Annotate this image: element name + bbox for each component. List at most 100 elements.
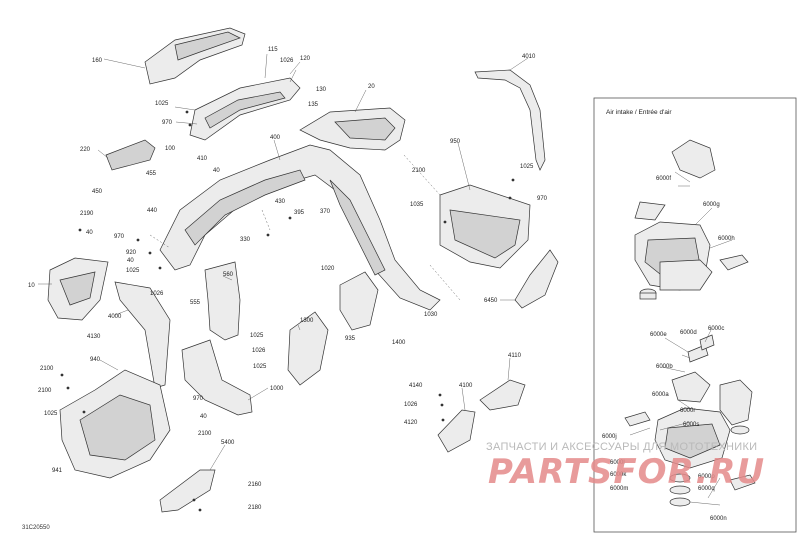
callout-940: 940 <box>90 357 101 363</box>
callout-120: 120 <box>300 56 311 62</box>
callout-2180: 2180 <box>248 505 262 511</box>
callout-1400: 1400 <box>392 340 406 346</box>
callout-6000p: 6000p <box>698 474 715 480</box>
callout-6000s: 6000s <box>683 422 699 428</box>
callout-6000a: 6000a <box>652 392 669 398</box>
callout-4000: 4000 <box>108 314 122 320</box>
callout-1025-c2: 1025 <box>253 364 267 370</box>
callout-410: 410 <box>197 156 208 162</box>
callout-130: 130 <box>316 87 327 93</box>
callout-2100-r: 2100 <box>412 168 426 174</box>
callout-1026-l: 1026 <box>150 291 164 297</box>
callout-430: 430 <box>275 199 286 205</box>
callout-6000e: 6000e <box>650 332 667 338</box>
part-220-grille <box>105 139 156 171</box>
part-4110-bracket <box>479 379 526 411</box>
callout-920: 920 <box>126 250 137 256</box>
callout-950: 950 <box>450 139 461 145</box>
air-intake-panel <box>593 97 797 533</box>
callout-970-l: 970 <box>114 234 125 240</box>
callout-2100-a: 2100 <box>40 366 54 372</box>
callout-560: 560 <box>223 272 234 278</box>
panel-title: Air intake / Entrée d'air <box>606 109 672 116</box>
callout-1020: 1020 <box>321 266 335 272</box>
callout-2100-c: 2100 <box>198 431 212 437</box>
callout-6000m: 6000m <box>610 486 628 492</box>
callout-2100-b: 2100 <box>38 388 52 394</box>
callout-6000r: 6000r <box>680 408 695 414</box>
callout-1025-b: 1025 <box>44 411 58 417</box>
callout-6000n: 6000n <box>710 516 727 522</box>
part-1000-lower-frame <box>181 339 253 416</box>
callout-555: 555 <box>190 300 201 306</box>
callout-1026: 1026 <box>280 58 294 64</box>
callout-6000j: 6000j <box>602 434 617 440</box>
callout-4130: 4130 <box>87 334 101 340</box>
part-1020-panel <box>339 271 379 331</box>
callout-40: 40 <box>213 168 220 174</box>
callout-2190: 2190 <box>80 211 94 217</box>
callout-135: 135 <box>308 102 319 108</box>
callout-6000h: 6000h <box>718 236 735 242</box>
callout-6000b: 6000b <box>656 364 673 370</box>
callout-6450: 6450 <box>484 298 498 304</box>
part-4010-handle <box>474 69 546 171</box>
callout-115: 115 <box>268 47 278 53</box>
callout-4010: 4010 <box>522 54 536 60</box>
callout-970-r: 970 <box>537 196 548 202</box>
callout-1000: 1000 <box>270 386 284 392</box>
callout-935: 935 <box>345 336 356 342</box>
callout-100: 100 <box>165 146 176 152</box>
part-6450-bracket <box>514 249 559 309</box>
callout-6000k: 6000k <box>610 472 627 478</box>
callout-970: 970 <box>162 120 173 126</box>
callout-6000q: 6000q <box>698 486 715 492</box>
callout-370: 370 <box>320 209 331 215</box>
part-400-main-frame <box>159 144 441 311</box>
callout-1035: 1035 <box>410 202 424 208</box>
callout-1025-c: 1025 <box>250 333 264 339</box>
callout-1030: 1030 <box>424 312 438 318</box>
callout-5400: 5400 <box>221 440 235 446</box>
callout-1025: 1025 <box>155 101 169 107</box>
callout-10: 10 <box>28 283 35 289</box>
callout-6000f: 6000f <box>656 176 671 182</box>
callout-40-b: 40 <box>200 414 207 420</box>
part-560-duct <box>204 261 241 341</box>
callout-2160: 2160 <box>248 482 262 488</box>
callout-6000l: 6000l <box>610 460 625 466</box>
part-6000a-intake <box>671 371 711 403</box>
callout-330: 330 <box>240 237 251 243</box>
part-4100-bracket <box>437 409 476 453</box>
callout-941: 941 <box>52 468 63 474</box>
part-1300-side-panel <box>287 311 329 386</box>
watermark-logo: PARTSFOR.RU <box>488 452 766 492</box>
callout-4110: 4110 <box>508 353 522 359</box>
callout-20: 20 <box>368 84 375 90</box>
callout-970-b: 970 <box>193 396 204 402</box>
watermark-text: ЗАПЧАСТИ И АКСЕССУАРЫ ДЛЯ МОТОТЕХНИКИ <box>486 441 758 453</box>
callout-40-l: 40 <box>86 230 93 236</box>
callout-1026-c: 1026 <box>252 348 266 354</box>
callout-4100: 4100 <box>459 383 473 389</box>
callout-440: 440 <box>147 208 158 214</box>
callout-220: 220 <box>80 147 91 153</box>
callout-1300: 1300 <box>300 318 314 324</box>
callout-455: 455 <box>146 171 157 177</box>
callout-4120: 4120 <box>404 420 418 426</box>
callout-6000c: 6000c <box>708 326 724 332</box>
callout-6000d: 6000d <box>680 330 697 336</box>
callout-40-m: 40 <box>127 258 134 264</box>
diagram-reference: 31C20550 <box>22 525 50 531</box>
callout-450: 450 <box>92 189 103 195</box>
part-6000f-intake-cap <box>671 139 716 179</box>
callout-1026-r: 1026 <box>404 402 418 408</box>
callout-1025-r: 1025 <box>520 164 534 170</box>
callout-1025-l: 1025 <box>126 268 140 274</box>
callout-4140: 4140 <box>409 383 423 389</box>
callout-400: 400 <box>270 135 281 141</box>
part-5400-bracket <box>159 469 216 513</box>
